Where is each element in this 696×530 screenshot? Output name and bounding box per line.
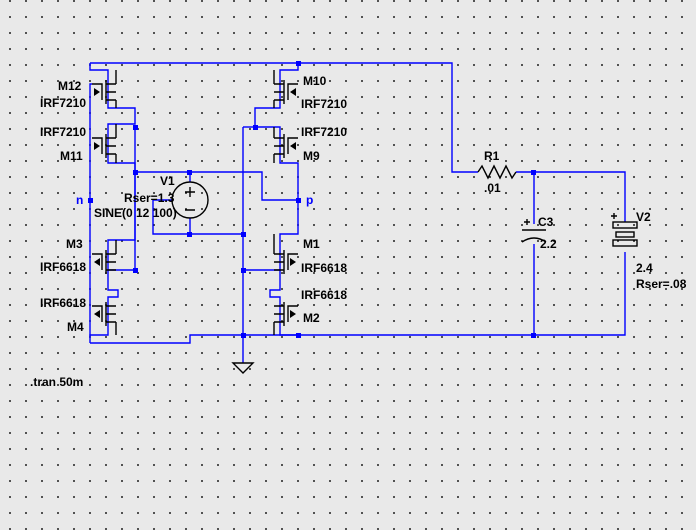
junction-dot <box>296 198 301 203</box>
m10-model-label: IRF7210 <box>301 97 347 111</box>
m4-ref-label: M4 <box>67 320 84 334</box>
junction-dot <box>187 232 192 237</box>
net-label-p: p <box>306 193 313 207</box>
junction-dot <box>531 333 536 338</box>
junctions <box>88 61 536 338</box>
m9-model-label: IRF7210 <box>301 125 347 139</box>
c3-value-label: 2.2 <box>540 237 557 251</box>
v2-ref-label: V2 <box>636 210 651 224</box>
v2-rser-label: Rser=.08 <box>636 277 687 291</box>
c3-ref-label: C3 <box>538 215 554 229</box>
v2-value-label: 2.4 <box>636 261 653 275</box>
mosfet-m11-symbol[interactable] <box>92 124 117 163</box>
v1-ref-label: V1 <box>160 174 175 188</box>
m11-ref-label: M11 <box>60 149 83 163</box>
junction-dot <box>133 268 138 273</box>
junction-dot <box>241 268 246 273</box>
junction-dot <box>253 125 258 130</box>
junction-dot <box>241 333 246 338</box>
mosfet-m12-symbol[interactable] <box>92 70 117 108</box>
junction-dot <box>241 232 246 237</box>
net-label-n: n <box>76 193 83 207</box>
junction-dot <box>296 61 301 66</box>
junction-dot <box>88 198 93 203</box>
mosfet-m4-symbol[interactable] <box>92 302 117 335</box>
r1-ref-label: R1 <box>484 149 500 163</box>
m3-model-label: IRF6618 <box>40 260 86 274</box>
mosfet-m1-symbol[interactable] <box>273 234 298 274</box>
v1-value-label: SINE(0 12 100) <box>94 206 177 220</box>
mosfet-m3-symbol[interactable] <box>92 240 117 274</box>
junction-dot <box>296 333 301 338</box>
ground-icon[interactable] <box>231 362 255 374</box>
m9-ref-label: M9 <box>303 149 320 163</box>
spice-directive-text[interactable]: .tran 50m <box>30 375 83 389</box>
m12-ref-label: M12 <box>58 79 82 93</box>
m4-model-label: IRF6618 <box>40 296 86 310</box>
m3-ref-label: M3 <box>66 237 83 251</box>
m2-model-label: IRF6618 <box>301 288 347 302</box>
junction-dot <box>133 170 138 175</box>
junction-dot <box>187 170 192 175</box>
junction-dot <box>133 125 138 130</box>
m2-ref-label: M2 <box>303 311 320 325</box>
m12-model-label: IRF7210 <box>40 96 86 110</box>
mosfet-m10-symbol[interactable] <box>273 70 298 108</box>
junction-dot <box>531 170 536 175</box>
mosfet-m2-symbol[interactable] <box>273 302 298 335</box>
m11-model-label: IRF7210 <box>40 125 86 139</box>
v1-rser-label: Rser=1.3 <box>124 191 175 205</box>
r1-value-label: .01 <box>484 181 501 195</box>
mosfet-m9-symbol[interactable] <box>273 127 298 163</box>
m1-model-label: IRF6618 <box>301 261 347 275</box>
c3-capacitor-symbol[interactable] <box>521 219 547 243</box>
r1-resistor-symbol[interactable] <box>477 164 517 180</box>
component-labels: M12 IRF7210 IRF7210 M11 M3 IRF6618 IRF66… <box>30 74 687 389</box>
m10-ref-label: M10 <box>303 74 327 88</box>
v2-battery-symbol[interactable] <box>611 213 638 247</box>
m1-ref-label: M1 <box>303 237 320 251</box>
v1-source-symbol[interactable] <box>171 181 209 219</box>
